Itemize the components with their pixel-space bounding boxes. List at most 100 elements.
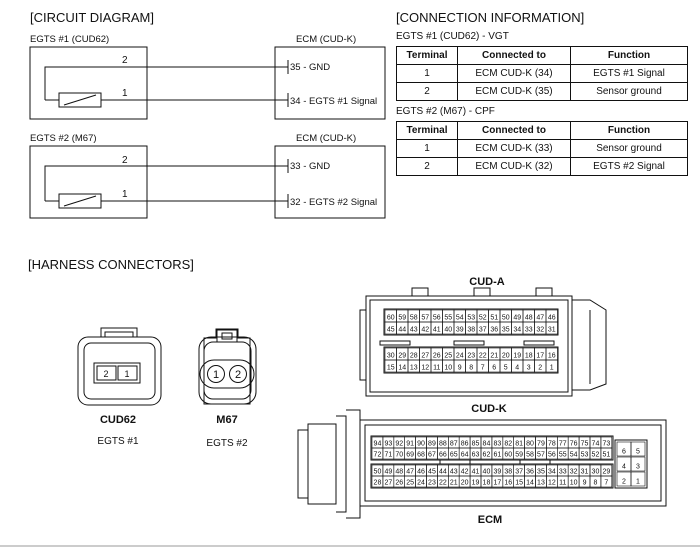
- cudk-pin-number: 17: [493, 480, 501, 487]
- cudk-pin-number: 67: [428, 452, 436, 459]
- table2-cell: Sensor ground: [570, 139, 688, 158]
- cudk-pin-number: 41: [472, 469, 480, 476]
- sensor2-wire-top-num: 2: [122, 155, 128, 166]
- cudk-pin-number: 72: [374, 452, 382, 459]
- ecm1-pin-signal: 34 - EGTS #1 Signal: [290, 96, 377, 107]
- cudk-pin-number: 60: [504, 452, 512, 459]
- table-row: 2 ECM CUD-K (35) Sensor ground: [396, 82, 688, 101]
- cudk-pin-number: 49: [384, 469, 392, 476]
- cudk-pin-number: 35: [537, 469, 545, 476]
- cudk-caption: ECM: [478, 514, 502, 526]
- cuda-pin-number: 40: [444, 327, 452, 334]
- sensor1-ecm-label: ECM (CUD-K): [296, 34, 356, 45]
- cudk-pin-number: 33: [559, 469, 567, 476]
- table2-cell: 2: [396, 157, 458, 176]
- cuda-pin-number: 35: [502, 327, 510, 334]
- cudk-pin-number: 34: [548, 469, 556, 476]
- table2-cell: ECM CUD-K (33): [457, 139, 571, 158]
- cuda-pin-number: 31: [548, 327, 556, 334]
- ecm2-pin-signal: 32 - EGTS #2 Signal: [290, 197, 377, 208]
- sensor2-thermistor-icon: [58, 193, 102, 209]
- sensor1-wire-gnd: [44, 66, 288, 100]
- cudk-pin-number: 32: [570, 469, 578, 476]
- cudk-pin-number: 87: [450, 441, 458, 448]
- cuda-pin-number: 53: [467, 315, 475, 322]
- cudk-pin-number: 85: [472, 441, 480, 448]
- cudk-pin-cell: [600, 475, 613, 488]
- cudk-pin-number: 10: [570, 480, 578, 487]
- cuda-pin-number: 30: [387, 353, 395, 360]
- cudk-pin-number: 46: [417, 469, 425, 476]
- cudk-pin-number: 66: [439, 452, 447, 459]
- table1-cell: EGTS #1 Signal: [570, 64, 688, 83]
- cudk-side-pin-cell: [630, 441, 646, 457]
- cudk-pin-number: 48: [395, 469, 403, 476]
- cudk-side-pin-number: 5: [636, 449, 640, 456]
- cudk-pin-number: 31: [581, 469, 589, 476]
- sensor1-wire-bottom-num: 1: [122, 88, 128, 99]
- m67-pin-a: 1: [213, 369, 219, 381]
- cudk-pin-number: 76: [570, 441, 578, 448]
- cuda-pin-number: 18: [525, 353, 533, 360]
- cudk-pin-number: 18: [483, 480, 491, 487]
- table-row: 2 ECM CUD-K (32) EGTS #2 Signal: [396, 157, 688, 176]
- cuda-pin-number: 14: [398, 365, 406, 372]
- cudk-pin-number: 15: [515, 480, 523, 487]
- cuda-pin-number: 5: [504, 365, 508, 372]
- ecm2-pin-gnd: 33 - GND: [290, 161, 330, 172]
- cuda-pin-number: 23: [467, 353, 475, 360]
- cudk-pin-number: 71: [384, 452, 392, 459]
- sensor1-wire-top-num: 2: [122, 55, 128, 66]
- cuda-pin-number: 25: [444, 353, 452, 360]
- table1-cell: ECM CUD-K (35): [457, 82, 571, 101]
- cudk-pin-number: 63: [472, 452, 480, 459]
- cudk-pin-number: 61: [493, 452, 501, 459]
- cudk-pin-number: 59: [515, 452, 523, 459]
- cuda-pin-number: 57: [421, 315, 429, 322]
- table1-cell: 1: [396, 64, 458, 83]
- cudk-side-pin-number: 2: [622, 479, 626, 486]
- cudk-side-pin-number: 6: [622, 449, 626, 456]
- cuda-pin-number: 42: [421, 327, 429, 334]
- cuda-pin-number: 27: [421, 353, 429, 360]
- cudk-pin-number: 21: [450, 480, 458, 487]
- cud62-pin-a: 2: [103, 369, 108, 379]
- cudk-pin-number: 78: [548, 441, 556, 448]
- cudk-pin-number: 11: [559, 480, 566, 487]
- cudk-pin-number: 68: [417, 452, 425, 459]
- cuda-pin-number: 43: [410, 327, 418, 334]
- cudk-pin-number: 77: [559, 441, 567, 448]
- cuda-pin-number: 47: [536, 315, 544, 322]
- cudk-pin-number: 24: [417, 480, 425, 487]
- sensor1-thermistor-icon: [58, 92, 102, 108]
- cudk-pin-number: 89: [428, 441, 436, 448]
- cudk-pin-number: 29: [602, 469, 610, 476]
- cuda-pin-cell: [545, 359, 558, 373]
- table2-title: EGTS #2 (M67) - CPF: [396, 106, 495, 117]
- cuda-pin-number: 26: [433, 353, 441, 360]
- sensor1-box: [29, 46, 148, 120]
- cudk-pin-number: 55: [559, 452, 567, 459]
- cudk-name: CUD-K: [471, 403, 506, 415]
- connection-heading: [CONNECTION INFORMATION]: [396, 10, 584, 25]
- cudk-pin-number: 30: [592, 469, 600, 476]
- cuda-pin-number: 55: [444, 315, 452, 322]
- cudk-pin-number: 45: [428, 469, 436, 476]
- cuda-pin-number: 11: [433, 365, 440, 372]
- cuda-pin-number: 20: [502, 353, 510, 360]
- cudk-pin-number: 27: [384, 480, 392, 487]
- table2-header-function: Function: [570, 121, 688, 140]
- cudk-pin-number: 91: [406, 441, 414, 448]
- cudk-pin-number: 75: [581, 441, 589, 448]
- table1-header-connected: Connected to: [457, 46, 571, 65]
- cuda-pin-number: 51: [490, 315, 498, 322]
- cuda-pin-number: 45: [387, 327, 395, 334]
- sensor1-label: EGTS #1 (CUD62): [30, 34, 109, 45]
- cudk-pin-number: 79: [537, 441, 545, 448]
- table2-header-terminal: Terminal: [396, 121, 458, 140]
